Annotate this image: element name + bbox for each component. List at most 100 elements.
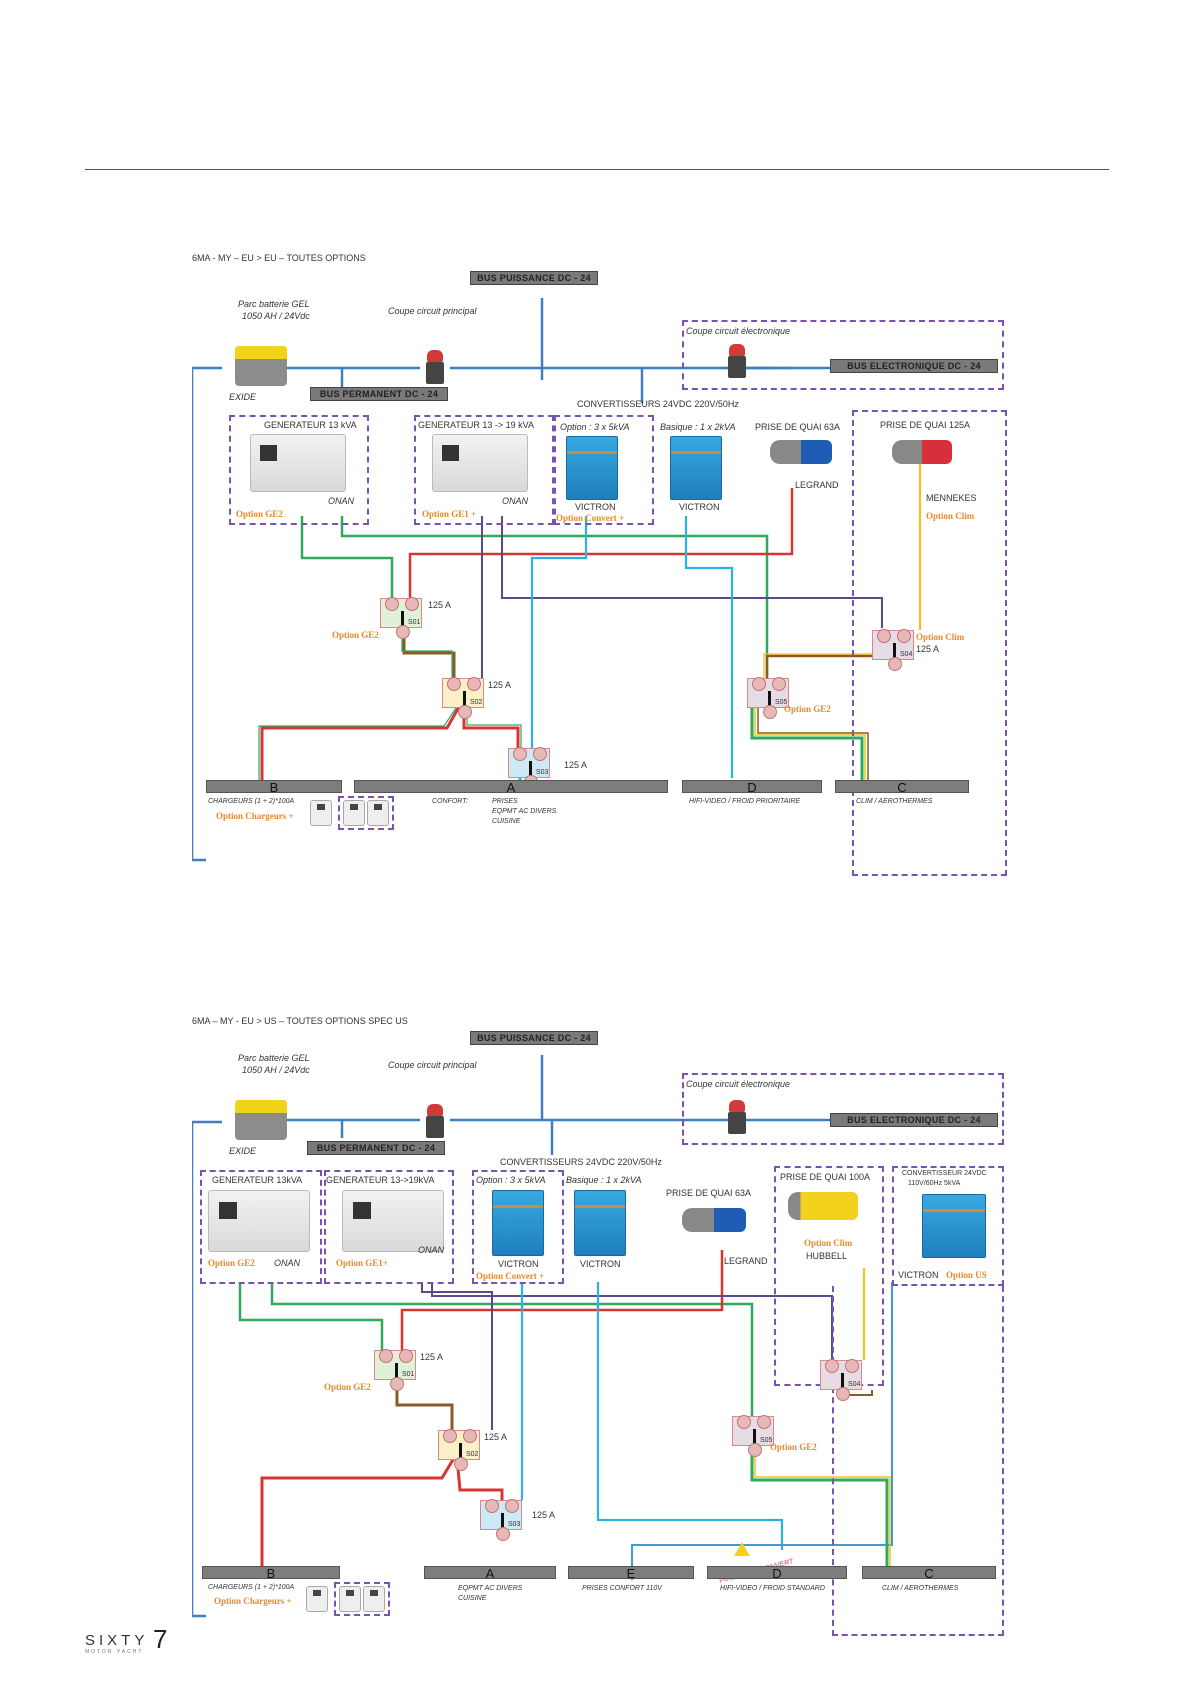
switch-rating: 125 A <box>488 680 512 690</box>
generator-icon <box>342 1190 444 1252</box>
chargers-option-group <box>338 796 394 830</box>
gen1-group <box>200 1170 322 1284</box>
wire-green <box>300 516 394 598</box>
conv-option-group <box>472 1170 564 1284</box>
chargers-option-group <box>334 1582 390 1616</box>
battery-icon <box>235 1100 287 1140</box>
gen1-title: GENERATEUR 13kVA <box>212 1175 303 1185</box>
switch-s02: S02 <box>442 677 484 719</box>
rail-a-item: PRISES <box>492 798 518 805</box>
switch-option: Option GE2 <box>784 704 831 714</box>
quay125-title: PRISE DE QUAI 125A <box>880 420 971 430</box>
rail-d: D <box>707 1566 847 1580</box>
wire-green <box>340 516 769 678</box>
rail-c-desc: CLIM / AEROTHERMES <box>882 1585 959 1592</box>
brand-subtitle: MOTOR YACHT <box>85 1649 144 1655</box>
rail-e-desc: PRISES CONFORT 110V <box>582 1585 662 1592</box>
conv-option-label: Option Convert + <box>476 1271 545 1281</box>
diagram-title: 6MA – MY - EU > US – TOUTES OPTIONS SPEC… <box>192 1016 408 1026</box>
plug-blue-icon <box>770 440 832 464</box>
battery-capacity: 1050 AH / 24Vdc <box>242 311 310 321</box>
brand-number: 7 <box>153 1624 168 1654</box>
plug-blue-icon <box>682 1208 746 1232</box>
gen2-group <box>324 1170 454 1284</box>
switch-s02: S02 <box>438 1429 480 1471</box>
wire-cyan <box>684 516 734 778</box>
rail-c: C <box>835 780 969 794</box>
rail-b-desc: CHARGEURS (1 + 2)*100A <box>208 1584 295 1591</box>
main-cutoff-label: Coupe circuit principal <box>388 306 477 316</box>
plug-red-icon <box>892 440 952 464</box>
bus-puissance: BUS PUISSANCE DC - 24 <box>470 1031 598 1045</box>
elec-cutoff-label: Coupe circuit électronique <box>686 326 791 336</box>
brand-logo: SIXTY 7 MOTOR YACHT <box>85 1624 167 1655</box>
switch-rating: 125 A <box>532 1510 556 1520</box>
gen1-brand: ONAN <box>328 496 355 506</box>
switch-s04: S04 <box>872 629 914 671</box>
switch-option: Option GE2 <box>770 1442 817 1452</box>
us-converter-group <box>892 1166 1004 1286</box>
quay125-group <box>852 410 1007 876</box>
us-conv-subtitle: 110V/60Hz 5kVA <box>908 1180 961 1187</box>
rail-b-desc: CHARGEURS (1 + 2)*100A <box>208 798 295 805</box>
clim-group <box>832 1286 1004 1636</box>
us-conv-option: Option US <box>946 1270 987 1280</box>
bus-puissance: BUS PUISSANCE DC - 24 <box>470 271 598 285</box>
switch-rating: 125 A <box>916 644 940 654</box>
gen1-option: Option GE2 <box>208 1258 255 1268</box>
rail-b: B <box>206 780 342 794</box>
inverter-icon <box>922 1194 986 1258</box>
chargers-option: Option Chargeurs + <box>216 811 294 821</box>
wire-purple <box>501 516 883 628</box>
header-rule <box>85 169 1109 170</box>
rail-d: D <box>682 780 822 794</box>
gen2-option: Option GE1 + <box>422 509 477 519</box>
quay63-title: PRISE DE QUAI 63A <box>755 422 841 432</box>
bus-permanent: BUS PERMANENT DC - 24 <box>307 1141 445 1155</box>
gen1-group <box>229 415 369 525</box>
gen2-title: GENERATEUR 13->19kVA <box>326 1175 435 1185</box>
generator-icon <box>208 1190 310 1252</box>
rail-a-item: CUISINE <box>458 1595 487 1602</box>
rail-a: A <box>354 780 668 794</box>
battery-label: Parc batterie GEL <box>238 299 310 309</box>
gen2-option: Option GE1+ <box>336 1258 388 1268</box>
gen2-brand: ONAN <box>502 496 529 506</box>
generator-icon <box>250 434 346 492</box>
emergency-stop-icon <box>424 1104 446 1138</box>
chargers-option: Option Chargeurs + <box>214 1596 292 1606</box>
conv-option-label: Option Convert + <box>556 513 625 523</box>
diagram-us: 6MA – MY - EU > US – TOUTES OPTIONS SPEC… <box>192 1016 1007 1640</box>
switch-s03: S03 <box>480 1499 522 1541</box>
quay125-brand: MENNEKES <box>926 493 977 503</box>
rail-a: A <box>424 1566 556 1580</box>
rail-c: C <box>862 1566 996 1580</box>
inverter-icon <box>670 436 722 500</box>
charger-feedback-line <box>192 1120 222 1618</box>
gen1-option: Option GE2 <box>236 509 283 519</box>
gen2-group <box>414 415 554 525</box>
switch-option: Option GE2 <box>324 1382 371 1392</box>
emergency-stop-icon <box>424 350 446 384</box>
elec-cutoff-group <box>682 1073 1004 1145</box>
battery-icon <box>235 346 287 386</box>
bus-permanent: BUS PERMANENT DC - 24 <box>310 387 448 401</box>
wire-red <box>408 488 794 598</box>
inverter-icon <box>574 1190 626 1256</box>
brand-word: SIXTY <box>85 1632 149 1649</box>
emergency-stop-icon <box>726 1100 748 1134</box>
conv-option-brand: VICTRON <box>498 1259 539 1269</box>
conv-option-title: Option : 3 x 5kVA <box>476 1175 546 1185</box>
gen2-brand: ONAN <box>418 1245 445 1255</box>
quay63-brand: LEGRAND <box>795 480 839 490</box>
switch-s05: S05 <box>747 677 789 719</box>
wire-cyan <box>530 516 588 748</box>
switch-rating: 125 A <box>428 600 452 610</box>
switch-option: Option Clim <box>916 632 965 642</box>
quay100-brand: HUBBELL <box>806 1251 848 1261</box>
rail-e: E <box>568 1566 694 1580</box>
switch-option: Option GE2 <box>332 630 379 640</box>
battery-brand: EXIDE <box>229 1146 257 1156</box>
gen2-title: GENERATEUR 13 -> 19 kVA <box>418 420 534 430</box>
bus-electronique: BUS ELECTRONIQUE DC - 24 <box>830 359 998 373</box>
